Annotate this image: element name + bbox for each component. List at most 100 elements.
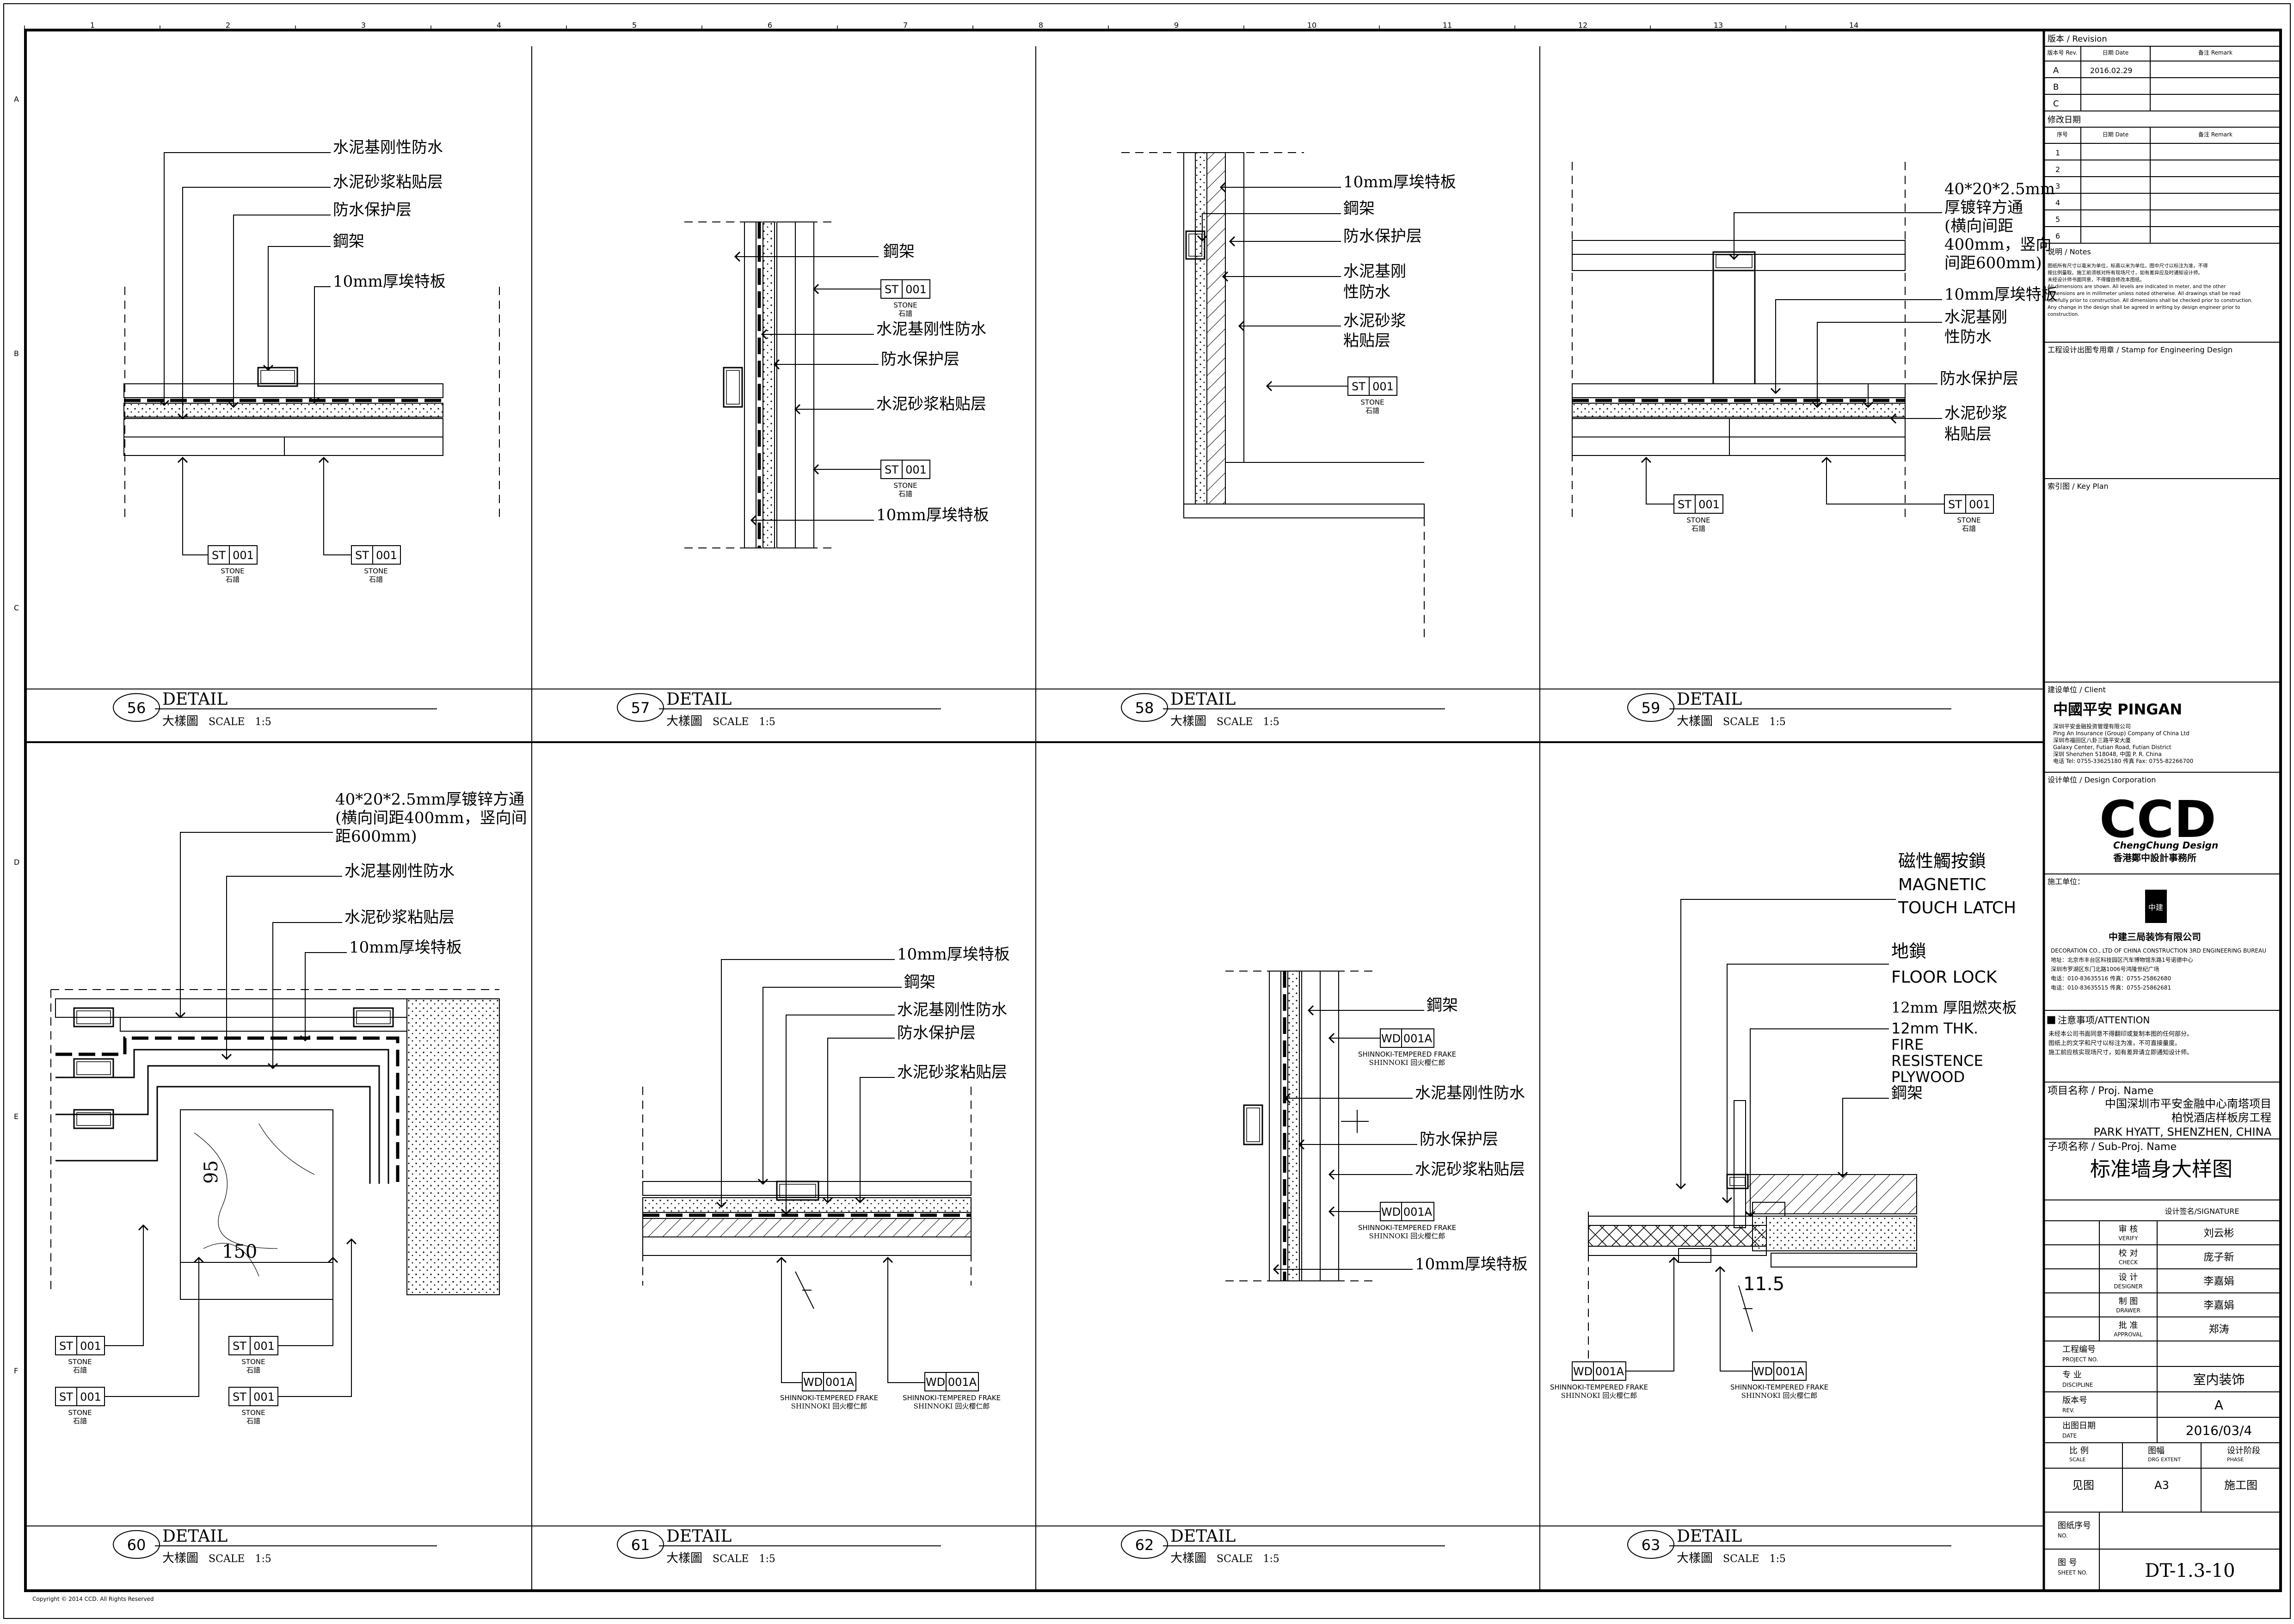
- label-text: 鋼架: [883, 242, 915, 261]
- drawing-rect: [1225, 152, 1244, 463]
- discipline-label-cn: 专 业: [2062, 1370, 2082, 1380]
- material-name-en: SHINNOKI-TEMPERED FRAKE: [903, 1394, 1001, 1402]
- drawing-rect: [123, 437, 443, 456]
- label-text: (横向间距400mm，竖向间: [335, 809, 527, 827]
- label-text: 鋼架: [1427, 996, 1458, 1015]
- material-code: ST: [59, 1340, 73, 1353]
- material-number: 001A: [825, 1376, 855, 1389]
- extent-label-cn: 图幅: [2148, 1446, 2165, 1456]
- notes-line: 按比例量取。施工前须核对所有现场尺寸，如有差异应及时通知设计师。: [2048, 270, 2203, 276]
- leader-line: [781, 1258, 802, 1383]
- drawing-rect: [1188, 234, 1202, 257]
- material-number: 001A: [1595, 1365, 1624, 1378]
- client-line: 电话 Tel: 0755-33625180 传真 Fax: 0755-82266…: [2053, 757, 2193, 764]
- label-text: 性防水: [1944, 328, 1992, 346]
- drawing-rect: [353, 1007, 394, 1027]
- issue-date-label-cn: 出图日期: [2062, 1421, 2096, 1431]
- detail-subtitle: 大樣圖: [162, 714, 198, 728]
- leader-line: [763, 987, 902, 1184]
- label-text: 防水保护层: [881, 350, 959, 369]
- subproject-name: 标准墙身大样图: [2090, 1157, 2232, 1181]
- signature-role-cn: 批 准: [2119, 1321, 2138, 1330]
- drawing-line: [55, 1049, 389, 1184]
- leader-arrow: [1238, 320, 1245, 332]
- stamp-header: 工程设计出图专用章 / Stamp for Engineering Design: [2048, 345, 2232, 354]
- detail-title: DETAIL: [1170, 1527, 1236, 1546]
- drawing-rect: [123, 418, 443, 437]
- label-text: 10mm厚埃特板: [349, 938, 462, 957]
- drawing-rect: [257, 367, 298, 387]
- attention-header: 注意事项/ATTENTION: [2058, 1015, 2150, 1026]
- subproject-label: 子项名称 / Sub-Proj. Name: [2048, 1141, 2177, 1153]
- modify-row-number: 6: [2055, 232, 2060, 240]
- notes-line: 未经设计师书面同意，不得擅自修改本图纸。: [2048, 277, 2145, 283]
- signature-header: 设计签名/SIGNATURE: [2165, 1207, 2239, 1216]
- detail-title: DETAIL: [1677, 690, 1742, 709]
- label-text: 水泥基刚: [1343, 262, 1406, 281]
- material-code: WD: [1573, 1365, 1593, 1378]
- material-name-cn: SHINNOKI 回火樱仁郎: [791, 1402, 867, 1410]
- drawing-rect: [763, 221, 775, 548]
- material-name-cn: 石諳: [1962, 524, 1976, 533]
- leader-arrow: [228, 401, 239, 408]
- ccd-cn-name: 香港鄭中設計事務所: [2113, 852, 2196, 863]
- signature-name: 庞子新: [2203, 1252, 2234, 1263]
- leader-arrow: [812, 464, 819, 475]
- modify-row-number: 5: [2055, 215, 2060, 224]
- label-text: TOUCH LATCH: [1898, 898, 2016, 917]
- detail-number: 59: [1642, 699, 1661, 717]
- label-text: 12mm THK.: [1891, 1020, 1978, 1037]
- leader-arrow: [812, 283, 819, 295]
- detail-number-bubble: [113, 693, 160, 722]
- stone-vein: [194, 1123, 315, 1277]
- drawing-rect: [76, 1112, 111, 1126]
- ccd-subtitle: ChengChung Design: [2113, 840, 2218, 851]
- leader-line: [323, 458, 351, 555]
- label-text: 10mm厚埃特板: [1944, 285, 2057, 304]
- leader-line: [721, 959, 895, 1207]
- label-text: 水泥砂浆粘贴层: [897, 1063, 1007, 1082]
- leader-arrow: [1641, 456, 1652, 463]
- leader-arrow: [193, 1256, 204, 1263]
- signature-role-en: CHECK: [2119, 1259, 2138, 1266]
- leader-arrow: [794, 404, 801, 415]
- material-number: 001: [376, 549, 397, 562]
- drawing-rect: [1572, 437, 1906, 456]
- leader-arrow: [221, 1053, 232, 1060]
- leader-arrow: [1284, 1093, 1291, 1104]
- label-text: 水泥基刚性防水: [897, 1001, 1007, 1019]
- detail-scale: SCALE 1:5: [1217, 716, 1279, 728]
- grid-number: 7: [903, 21, 908, 30]
- drawing-rect: [1320, 971, 1339, 1281]
- leader-arrow: [300, 1035, 311, 1042]
- leader-line: [1775, 299, 1942, 393]
- leader-line: [314, 286, 331, 402]
- drawing-rect: [776, 221, 796, 548]
- label-text: 10mm厚埃特板: [876, 506, 989, 524]
- leader-arrow: [309, 397, 320, 404]
- material-name-cn: 石諳: [898, 490, 912, 498]
- detail-scale: SCALE 1:5: [713, 1553, 775, 1565]
- drawing-rect: [120, 1017, 407, 1032]
- material-number: 001: [253, 1390, 275, 1403]
- detail-number: 57: [631, 699, 650, 717]
- leader-arrow: [327, 1256, 338, 1263]
- grid-number: 9: [1174, 21, 1179, 30]
- material-code: ST: [885, 283, 898, 296]
- leader-arrow: [716, 1201, 727, 1208]
- detail-scale: SCALE 1:5: [1723, 716, 1786, 728]
- leader-line: [1680, 899, 1896, 1188]
- material-name-en: STONE: [1360, 398, 1384, 406]
- revision-header: 版本 / Revision: [2048, 34, 2107, 44]
- material-number: 001A: [1403, 1206, 1433, 1218]
- label-text: 10mm厚埃特板: [897, 945, 1010, 964]
- label-text: (横向间距: [1944, 217, 2013, 235]
